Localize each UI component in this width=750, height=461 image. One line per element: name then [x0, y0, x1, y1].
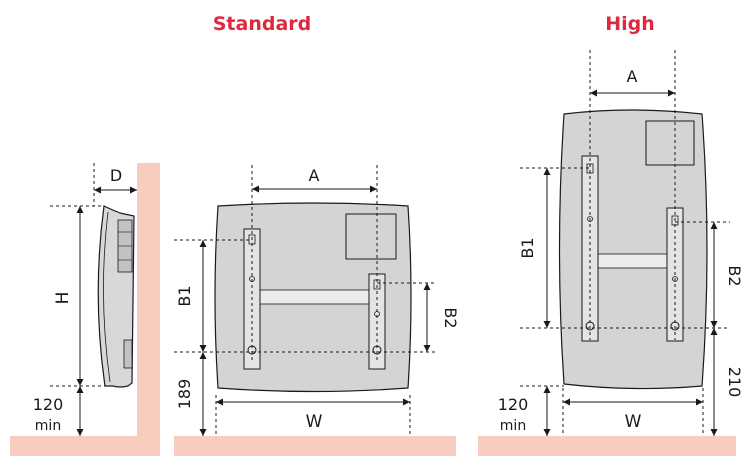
- label-A-high: A: [627, 67, 638, 86]
- label-B2-standard: B2: [441, 307, 460, 328]
- label-gap-high-value: 120: [498, 395, 529, 414]
- label-gap-side-value: 120: [33, 395, 64, 414]
- standard-dimensions: [174, 165, 436, 436]
- high-heater: [558, 109, 708, 390]
- label-D-side: D: [110, 166, 122, 185]
- label-189: 189: [175, 379, 194, 410]
- side-view-wall: [137, 163, 160, 436]
- standard-thermostat: [345, 213, 397, 260]
- high-floor: [478, 436, 736, 456]
- label-H: H: [53, 292, 73, 305]
- high-crossbar: [595, 253, 671, 269]
- label-A-standard: A: [309, 166, 320, 185]
- label-B2-high: B2: [725, 265, 744, 286]
- label-B1-high: B1: [518, 237, 537, 258]
- title-standard: Standard: [213, 13, 312, 35]
- label-gap-high-unit: min: [500, 418, 526, 434]
- side-view-heater: [97, 205, 135, 388]
- high-dimensions: [520, 50, 730, 436]
- standard-heater: [214, 202, 412, 393]
- label-B1-standard: B1: [175, 285, 194, 306]
- label-W-high: W: [625, 412, 642, 432]
- side-view-dimensions: [50, 163, 137, 436]
- standard-floor: [174, 436, 456, 456]
- standard-crossbar: [257, 289, 371, 305]
- floor-and-wall: [10, 163, 736, 456]
- side-view-floor: [10, 436, 160, 456]
- label-W-standard: W: [306, 412, 323, 432]
- label-210: 210: [725, 367, 744, 398]
- title-high: High: [605, 13, 655, 35]
- high-thermostat: [645, 120, 695, 166]
- label-gap-side-unit: min: [35, 418, 61, 434]
